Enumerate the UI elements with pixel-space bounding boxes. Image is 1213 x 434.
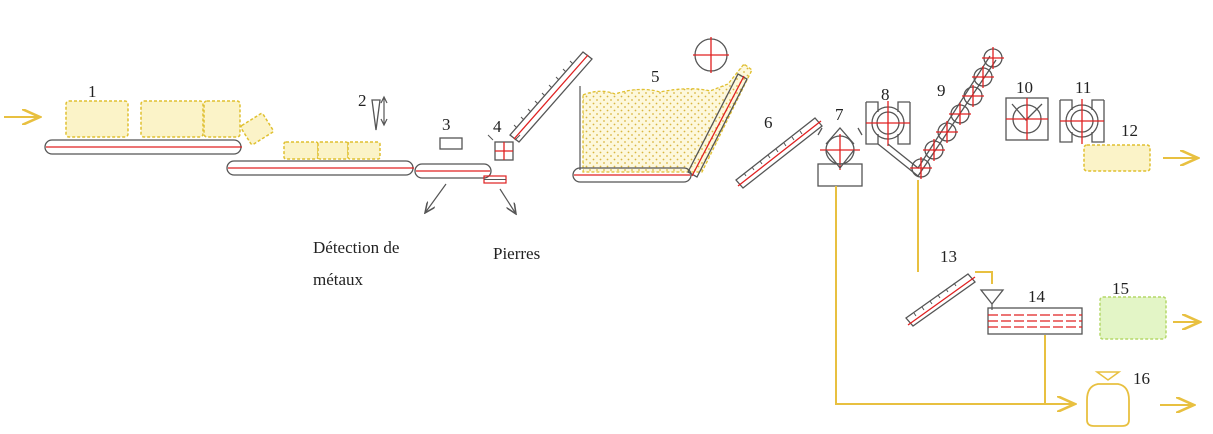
crusher xyxy=(817,127,863,187)
output-sack-16 xyxy=(1086,371,1194,427)
output-bale-15 xyxy=(1099,296,1167,340)
incline-conveyor-6 xyxy=(735,117,823,189)
step-number-12: 12 xyxy=(1121,121,1138,140)
stones-label: Pierres xyxy=(493,244,540,263)
strap-cutter-icon xyxy=(371,95,388,131)
step-number-9: 9 xyxy=(937,81,946,100)
step-number-15: 15 xyxy=(1112,279,1129,298)
step-number-5: 5 xyxy=(651,67,660,86)
metal-detection-label-line1: Détection de xyxy=(313,238,399,257)
step-number-3: 3 xyxy=(442,115,451,134)
stones-reject-arrow xyxy=(499,188,516,214)
step-number-10: 10 xyxy=(1016,78,1033,97)
step-number-7: 7 xyxy=(835,105,844,124)
metal-detector xyxy=(414,137,492,213)
incline-conveyor-13 xyxy=(905,271,993,327)
incline-conveyor-4 xyxy=(509,51,593,143)
step-number-4: 4 xyxy=(493,117,502,136)
metal-detection-label-line2: métaux xyxy=(313,270,364,289)
step-number-11: 11 xyxy=(1075,78,1091,97)
stone-trap xyxy=(483,134,521,214)
step-number-16: 16 xyxy=(1133,369,1150,388)
press-11 xyxy=(1059,99,1105,144)
step-number-1: 1 xyxy=(88,82,97,101)
step-number-8: 8 xyxy=(881,85,890,104)
step-number-6: 6 xyxy=(764,113,773,132)
bales-on-conveyor-2 xyxy=(283,141,381,160)
step-number-2: 2 xyxy=(358,91,367,110)
conveyor-2 xyxy=(226,160,414,176)
step-number-13: 13 xyxy=(940,247,957,266)
output-bale-12 xyxy=(1083,144,1151,172)
flow-line-bottom xyxy=(835,186,1075,404)
press-8 xyxy=(865,101,911,146)
feed-hopper xyxy=(572,37,753,183)
step-number-14: 14 xyxy=(1028,287,1046,306)
conveyor-1 xyxy=(44,139,242,155)
press-14 xyxy=(979,289,1083,335)
dryer-10 xyxy=(1005,97,1049,141)
roller-series-9 xyxy=(877,47,1004,272)
metal-reject-arrow xyxy=(425,183,447,213)
bales-input xyxy=(65,100,274,146)
